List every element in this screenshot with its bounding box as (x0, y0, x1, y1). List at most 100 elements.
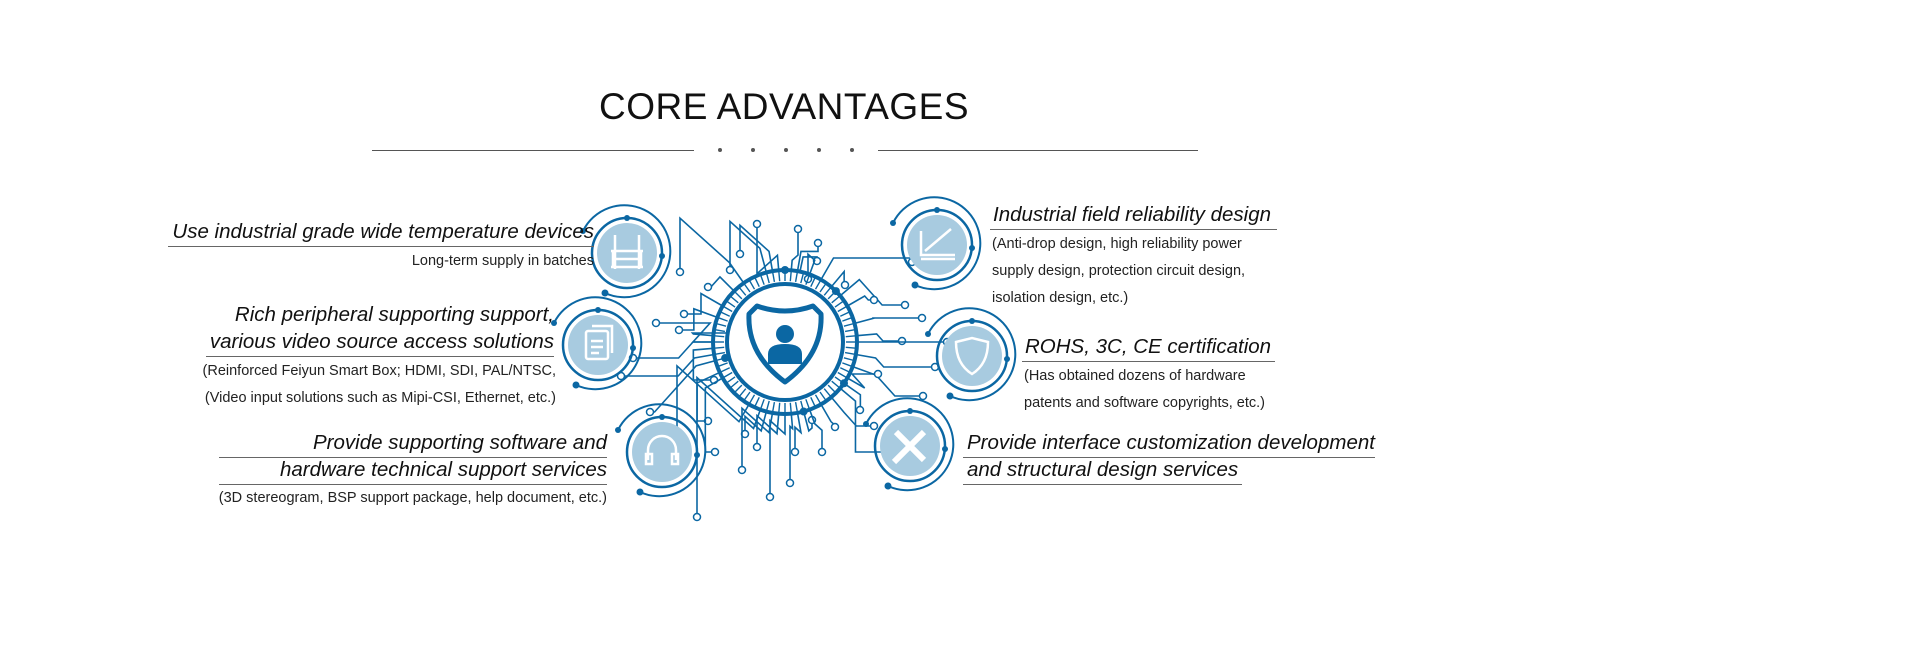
ring-tick (823, 287, 832, 296)
ring-tick (723, 305, 733, 313)
ring-tick (842, 362, 852, 367)
ring-tick (789, 271, 792, 282)
icon-arc (617, 403, 707, 498)
advantage-title: Industrial field reliability design (990, 203, 1278, 230)
circuit-trace (855, 353, 935, 368)
ring-tick (748, 280, 756, 290)
trace-terminal (855, 405, 865, 415)
trace-terminal (735, 249, 745, 259)
trace-terminal (830, 422, 840, 432)
ring-node (781, 266, 789, 274)
ring-tick (765, 400, 770, 411)
section-title: CORE ADVANTAGES (598, 86, 970, 127)
ring-tick (834, 300, 844, 308)
icon-arc-node (863, 421, 869, 427)
ring-tick (754, 277, 760, 288)
circuit-trace (820, 257, 913, 281)
trace-terminal (725, 265, 735, 275)
ring-tick (743, 283, 751, 293)
advantage-desc: Long-term supply in batches (411, 253, 594, 269)
ring-tick (714, 346, 725, 349)
icon-arc (582, 204, 672, 299)
advantage-desc: isolation design, etc.) (992, 290, 1129, 306)
divider-dot (718, 148, 722, 152)
ring-tick (844, 351, 856, 356)
user-icon-body (768, 344, 802, 364)
ring-tick (845, 346, 856, 349)
trace-terminal (785, 478, 795, 488)
advantage-desc: (Has obtained dozens of hardware (1024, 368, 1246, 384)
advantage-peripheral-desc: (Reinforced Feiyun Smart Box; HDMI, SDI,… (203, 358, 556, 412)
circuit-trace (696, 375, 762, 517)
ring-tick (718, 362, 728, 367)
icon-arc-node (551, 320, 557, 326)
trace-terminal (918, 391, 928, 401)
ring-tick (844, 328, 856, 333)
icon-arc-node (884, 482, 892, 490)
ring-tick (831, 380, 840, 389)
ring-tick (730, 295, 739, 304)
circuit-trace (756, 413, 780, 447)
certificate-shield-icon-bg (942, 326, 1002, 386)
ring-tick (726, 300, 736, 308)
ring-tick (831, 295, 840, 304)
radiator-icon-bg (597, 223, 657, 283)
ring-tick (805, 275, 810, 285)
icon-ring-node (907, 408, 913, 414)
ring-tick (714, 328, 726, 333)
ring-tick (778, 402, 781, 413)
circuit-trace (854, 317, 922, 325)
circuit-trace (679, 216, 745, 284)
icon-arc-node (580, 228, 586, 234)
trace-terminal (812, 256, 822, 266)
trace-terminal (675, 267, 685, 277)
ring-tick (718, 317, 728, 322)
ring-tick (760, 275, 765, 285)
circuit-trace (676, 364, 750, 461)
ring-node (799, 407, 808, 416)
advantage-title: Provide interface customization developm… (963, 431, 1375, 458)
ring-tick (810, 277, 816, 288)
icon-ring-node (942, 446, 948, 452)
ring-tick (716, 322, 727, 327)
circuit-trace (739, 223, 774, 272)
ring-tick (823, 388, 832, 397)
ring-tick (827, 384, 836, 393)
icon-ring-node (1004, 356, 1010, 362)
ring-tick (819, 391, 827, 401)
user-icon-head (776, 325, 794, 343)
icon-arc (892, 196, 982, 291)
icon-arc-node (636, 488, 644, 496)
icon-arc-node (572, 381, 580, 389)
divider-right (878, 150, 1198, 151)
ring-tick (800, 273, 805, 284)
advantage-wide-temperature: Use industrial grade wide temperature de… (168, 220, 594, 275)
circuit-trace (679, 307, 718, 331)
ring-tick (754, 396, 760, 407)
ring-tick (734, 291, 743, 300)
circuit-trace (708, 275, 735, 292)
trace-terminal (710, 447, 720, 457)
ring-tick (720, 367, 731, 373)
ring-tick (814, 280, 822, 290)
divider-dot (817, 148, 821, 152)
divider-dot (850, 148, 854, 152)
ring-tick (714, 335, 725, 338)
circuit-trace (729, 219, 768, 273)
advantage-desc: (Video input solutions such as Mipi-CSI,… (204, 390, 556, 406)
circuit-trace (704, 377, 724, 453)
ring-tick (723, 371, 733, 379)
circuit-trace (789, 413, 794, 483)
advantage-desc: supply design, protection circuit design… (992, 263, 1246, 279)
ring-tick (839, 367, 850, 373)
ring-tick (837, 305, 847, 313)
trace-terminal (752, 219, 762, 229)
advantage-title: ROHS, 3C, CE certification (1022, 335, 1276, 362)
ring-tick (794, 271, 799, 283)
trace-terminal (679, 309, 689, 319)
documents-icon-bg (568, 315, 628, 375)
icon-ring-node (659, 253, 665, 259)
trace-terminal (840, 280, 850, 290)
icon-ring-node (659, 414, 665, 420)
